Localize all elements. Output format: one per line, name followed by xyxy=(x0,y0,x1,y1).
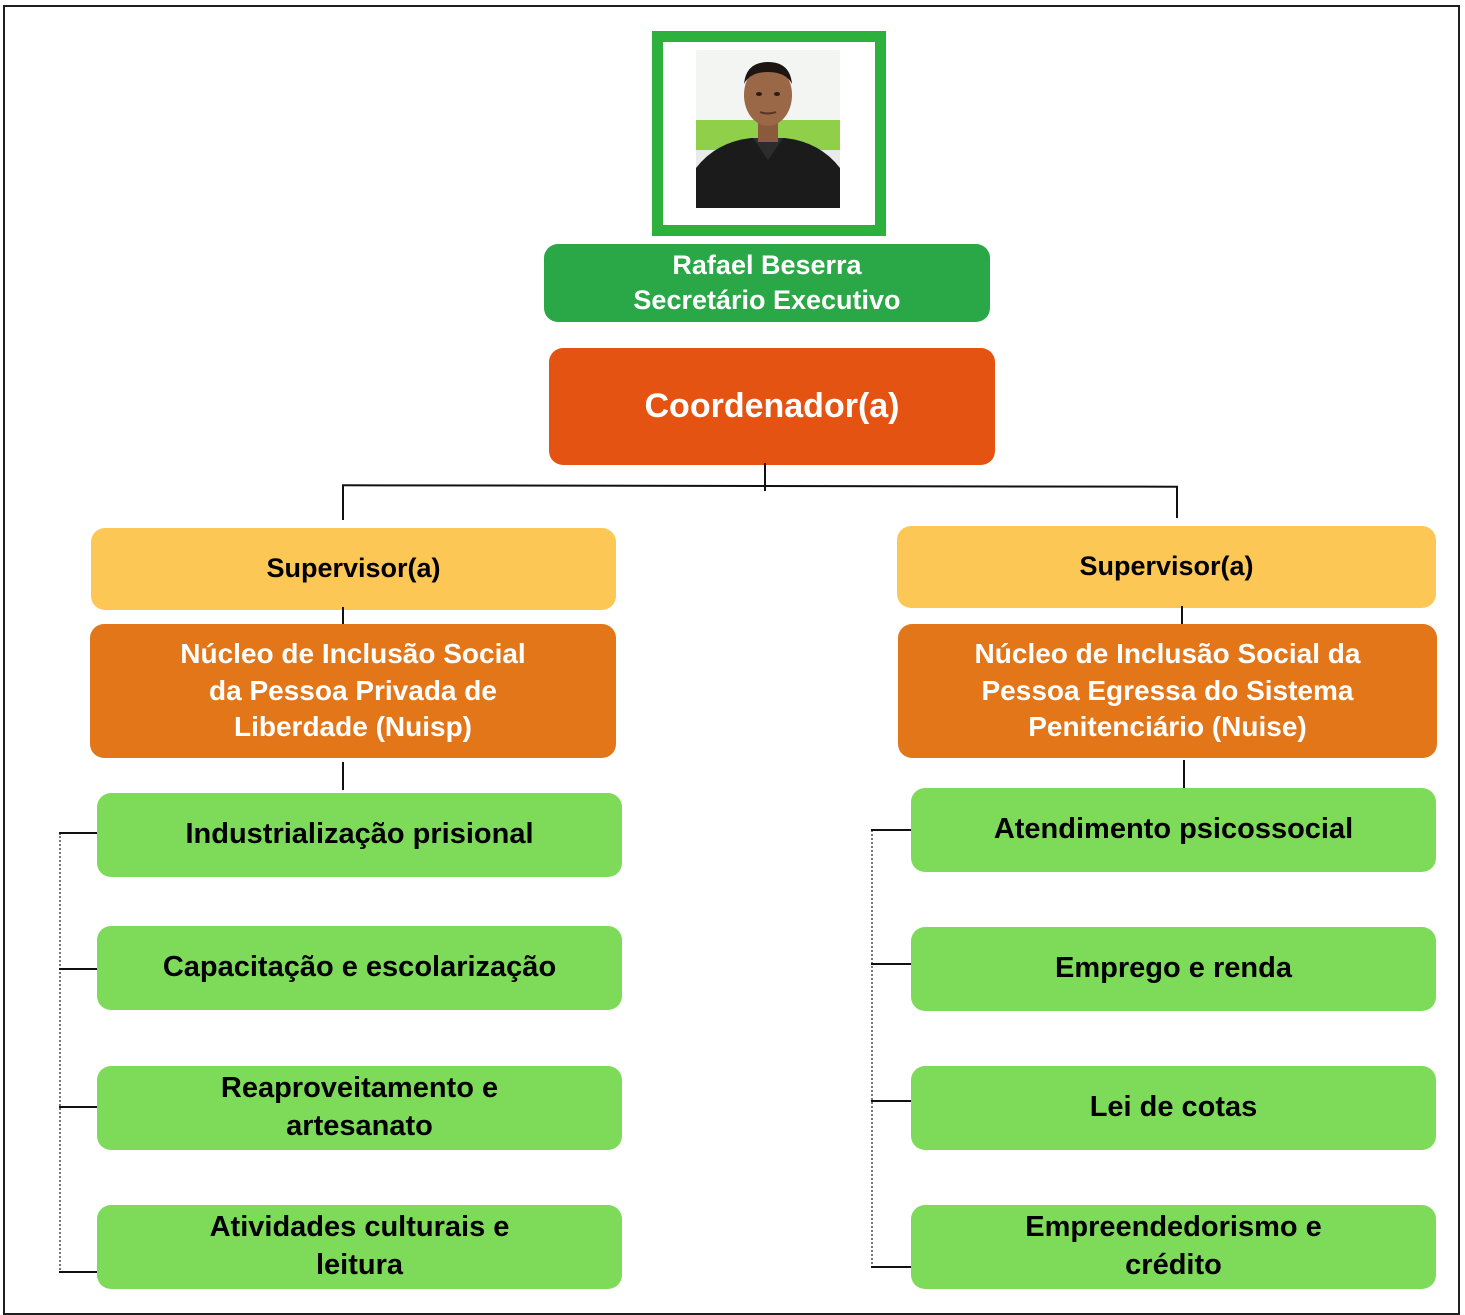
connector-left-drop xyxy=(342,486,344,520)
left-tick-4 xyxy=(59,1271,97,1273)
connector-coord-down xyxy=(764,463,766,491)
right-activity-2: Emprego e renda xyxy=(911,927,1436,1011)
right-tick-4 xyxy=(871,1266,911,1268)
right-activity-1: Atendimento psicossocial xyxy=(911,788,1436,872)
executive-secretary-box: Rafael Beserra Secretário Executivo xyxy=(544,244,990,322)
left-tick-3 xyxy=(59,1106,97,1108)
right-dotted-connector xyxy=(871,830,873,1268)
right-tick-3 xyxy=(871,1100,911,1102)
connector-right-drop xyxy=(1176,486,1178,518)
left-activity-2: Capacitação e escolarização xyxy=(97,926,622,1010)
left-activity-1: Industrialização prisional xyxy=(97,793,622,877)
left-tick-1 xyxy=(59,832,97,834)
connector-left-nucleus-down xyxy=(342,762,344,790)
left-supervisor-box: Supervisor(a) xyxy=(91,528,616,610)
right-nucleus-box: Núcleo de Inclusão Social da Pessoa Egre… xyxy=(898,624,1437,758)
left-activity-4: Atividades culturais e leitura xyxy=(97,1205,622,1289)
coordinator-box: Coordenador(a) xyxy=(549,348,995,465)
right-activity-4: Empreendedorismo e crédito xyxy=(911,1205,1436,1289)
left-activity-3: Reaproveitamento e artesanato xyxy=(97,1066,622,1150)
right-supervisor-box: Supervisor(a) xyxy=(897,526,1436,608)
portrait-frame xyxy=(652,31,886,236)
left-nucleus-box: Núcleo de Inclusão Social da Pessoa Priv… xyxy=(90,624,616,758)
portrait-photo xyxy=(696,50,840,208)
right-tick-2 xyxy=(871,963,911,965)
right-activity-3: Lei de cotas xyxy=(911,1066,1436,1150)
right-tick-1 xyxy=(871,829,911,831)
left-dotted-connector xyxy=(59,833,61,1273)
left-tick-2 xyxy=(59,968,97,970)
connector-left-sup-nucleus xyxy=(342,607,344,625)
connector-right-nucleus-down xyxy=(1183,760,1185,788)
connector-right-sup-nucleus xyxy=(1181,606,1183,625)
